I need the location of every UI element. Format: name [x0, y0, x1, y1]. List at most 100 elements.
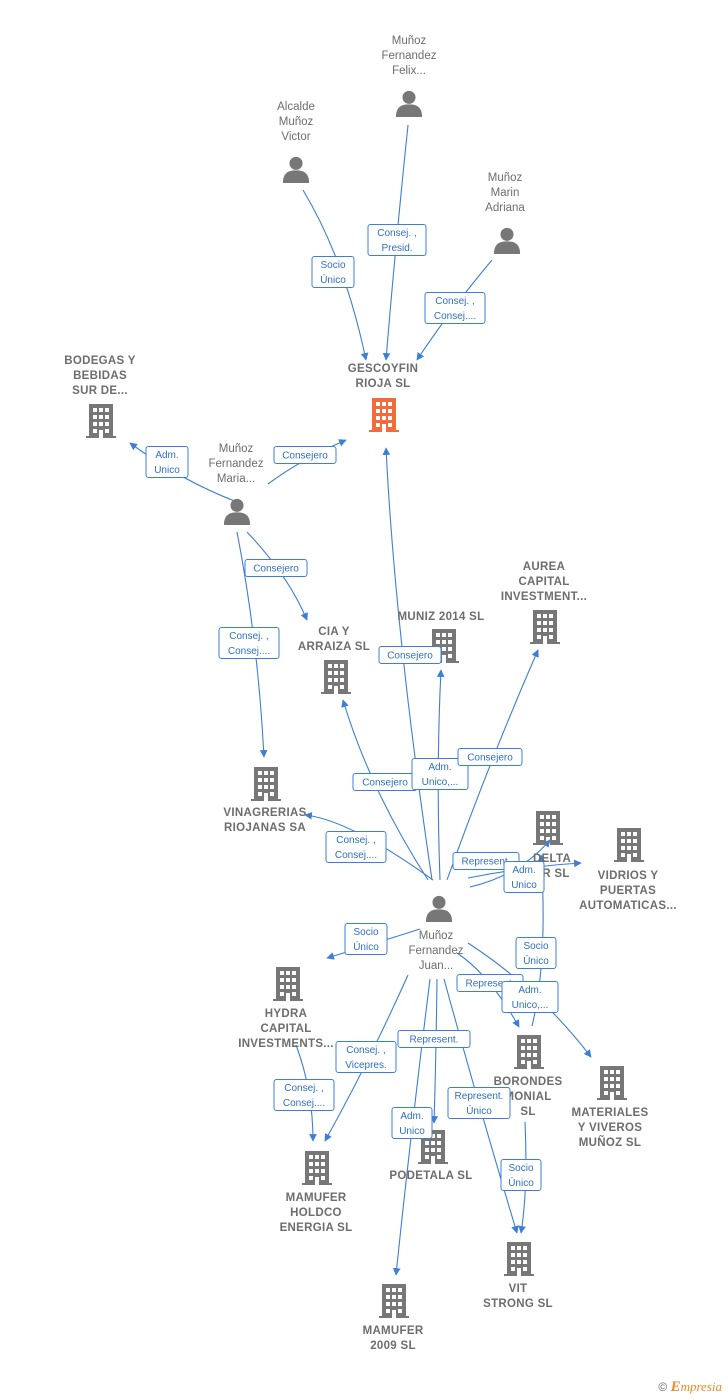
relation-label-box[interactable]: Represent.Único [447, 1087, 511, 1119]
person-node-juan[interactable]: MuñozFernandezJuan... [409, 895, 464, 972]
relation-label-line: Socio [353, 927, 378, 938]
building-icon [614, 828, 644, 862]
relation-label-box[interactable]: Consej. ,Consej.... [273, 1079, 335, 1111]
company-node-vinagrerias[interactable]: VINAGRERIAS RIOJANAS SA [223, 767, 306, 834]
main-company-building-icon [369, 398, 399, 432]
node-label-line: MAMUFER [286, 1192, 347, 1204]
company-node-mamufer_holdco[interactable]: MAMUFER HOLDCO ENERGIA SL [280, 1151, 353, 1234]
relation-label-line: Único [523, 954, 549, 967]
relation-label-box[interactable]: Adm.Unico [391, 1107, 433, 1139]
node-label-line: SL [520, 1106, 535, 1118]
brand-name: mpresia [680, 1379, 722, 1394]
node-label-line: Marin [491, 187, 520, 199]
relation-box-frame [424, 292, 486, 324]
relation-label-line: Socio [523, 941, 548, 952]
company-node-hydra[interactable]: HYDRA CAPITAL INVESTMENTS... [238, 967, 334, 1050]
relation-box-frame [273, 446, 337, 464]
node-label-line: Fernandez [209, 458, 264, 470]
relation-label-box[interactable]: Adm.Unico [503, 861, 545, 893]
building-icon [86, 404, 116, 438]
node-label-line: HOLDCO [290, 1207, 342, 1219]
node-label-line: CAPITAL [518, 576, 569, 588]
building-icon [302, 1151, 332, 1185]
relation-label-line: Consej. , [284, 1083, 323, 1094]
node-label-line: MONIAL [504, 1091, 551, 1103]
node-label-line: ENERGIA SL [280, 1222, 353, 1234]
company-node-muniz[interactable]: MUNIZ 2014 SL [398, 611, 485, 663]
relation-label-box[interactable]: Adm.Unico,... [411, 758, 469, 790]
relation-label-line: Unico,... [512, 1000, 549, 1011]
node-label-line: Adriana [485, 202, 525, 214]
relation-label-box[interactable]: Adm. Unico,... [501, 981, 559, 1013]
node-label-line: RIOJANAS SA [224, 822, 306, 834]
node-label-line: CIA Y [318, 626, 350, 638]
relation-box-frame [344, 923, 388, 955]
relation-label-box[interactable]: Consej. ,Vicepres. [335, 1041, 397, 1073]
relation-label-box[interactable]: Consej. ,Consej.... [218, 627, 280, 659]
relation-label-line: Vicepres. [345, 1060, 387, 1071]
building-icon [514, 1035, 544, 1069]
relation-label-line: Consejero [282, 451, 328, 462]
relation-label-box[interactable]: Consej. ,Presid. [367, 224, 427, 256]
relation-label-box[interactable]: Consejero [457, 748, 523, 766]
node-label-line: CAPITAL [260, 1023, 311, 1035]
relation-label-line: Consej. , [336, 835, 375, 846]
relation-label-line: Consejero [387, 651, 433, 662]
relation-box-frame [457, 748, 523, 766]
person-node-munoz_felix[interactable]: MuñozFernandezFelix... [382, 35, 437, 117]
relation-label-box[interactable]: Consejero [378, 646, 442, 664]
relation-box-frame [500, 1159, 542, 1191]
person-node-maria[interactable]: MuñozFernandezMaria... [209, 443, 264, 525]
relation-label-line: Consej. , [377, 228, 416, 239]
node-label-line: 2009 SL [370, 1340, 416, 1352]
building-icon [273, 967, 303, 1001]
relation-label-line: Represent. [410, 1035, 459, 1046]
relation-label-line: Consejero [467, 753, 513, 764]
node-label-line: INVESTMENT... [501, 591, 587, 603]
edge-line [430, 978, 439, 1124]
relation-label-line: Consej.... [335, 850, 377, 861]
node-label-line: AUTOMATICAS... [579, 900, 677, 912]
node-label-line: Felix... [392, 65, 426, 77]
node-label-line: HYDRA [265, 1008, 307, 1020]
relation-box-frame [335, 1041, 397, 1073]
company-node-podetala[interactable]: PODETALA SL [389, 1130, 472, 1182]
relation-label-line: Socio [320, 260, 345, 271]
relation-label-line: Consej. , [435, 296, 474, 307]
relation-box-frame [325, 831, 387, 863]
relation-label-box[interactable]: Consejero [273, 446, 337, 464]
relation-label-box[interactable]: Consej. , Consej.... [325, 831, 387, 863]
building-icon [379, 1284, 409, 1318]
company-node-aurea[interactable]: AUREACAPITALINVESTMENT... [501, 561, 587, 644]
company-node-vidrios[interactable]: VIDRIOS YPUERTASAUTOMATICAS... [579, 828, 677, 912]
node-label-line: GESCOYFIN [348, 363, 418, 375]
node-label-line: STRONG SL [483, 1298, 553, 1310]
relation-label-box[interactable]: Consejero [244, 559, 308, 577]
node-label-line: INVESTMENTS... [238, 1038, 334, 1050]
relation-label-box[interactable]: Represent. [397, 1030, 471, 1048]
node-label-line: VINAGRERIAS [223, 807, 306, 819]
node-label-line: VIDRIOS Y [598, 870, 659, 882]
relation-label-line: Único [466, 1104, 492, 1117]
relation-label-box[interactable]: Consejero [352, 773, 418, 791]
relation-label-box[interactable]: Adm.Unico [145, 446, 189, 478]
relation-box-frame [447, 1087, 511, 1119]
relation-label-line: Adm. [518, 985, 541, 996]
person-icon [493, 227, 521, 254]
person-icon [425, 895, 453, 922]
relation-label-box[interactable]: Consej. ,Consej.... [424, 292, 486, 324]
